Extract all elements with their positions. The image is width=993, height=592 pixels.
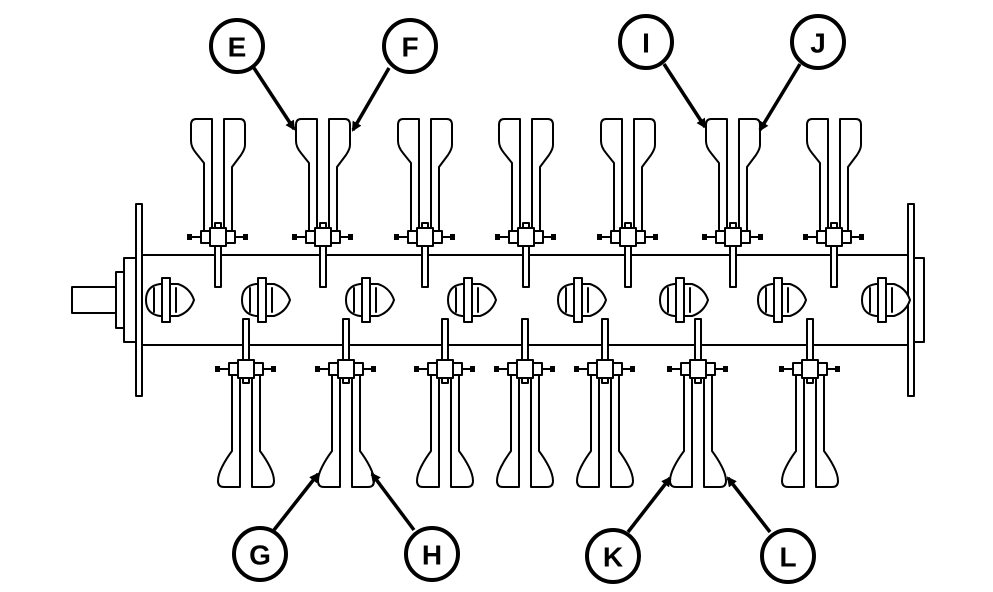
callout-E-label: E <box>228 32 247 63</box>
callout-F: F <box>382 18 438 74</box>
leader-K <box>626 476 672 534</box>
callout-E: E <box>209 18 265 74</box>
callout-J: J <box>790 14 846 70</box>
callout-K: K <box>585 528 641 584</box>
callout-K-label: K <box>603 542 623 573</box>
leader-E <box>252 67 296 131</box>
leader-F <box>351 67 391 132</box>
callout-J-label: J <box>810 28 826 59</box>
left-end-plate <box>71 203 143 397</box>
callout-G: G <box>232 526 288 582</box>
callout-L: L <box>760 528 816 584</box>
callout-G-label: G <box>249 540 271 571</box>
callout-I-label: I <box>642 28 650 59</box>
leader-I <box>662 63 707 129</box>
callout-I: I <box>618 14 674 70</box>
callout-H-label: H <box>422 540 442 571</box>
callout-leaders <box>252 63 802 534</box>
callout-F-label: F <box>401 32 418 63</box>
leader-L <box>726 476 772 534</box>
leader-G <box>272 472 320 532</box>
leader-J <box>758 63 802 132</box>
callout-H: H <box>404 526 460 582</box>
leader-H <box>370 472 416 532</box>
callout-L-label: L <box>779 542 796 573</box>
